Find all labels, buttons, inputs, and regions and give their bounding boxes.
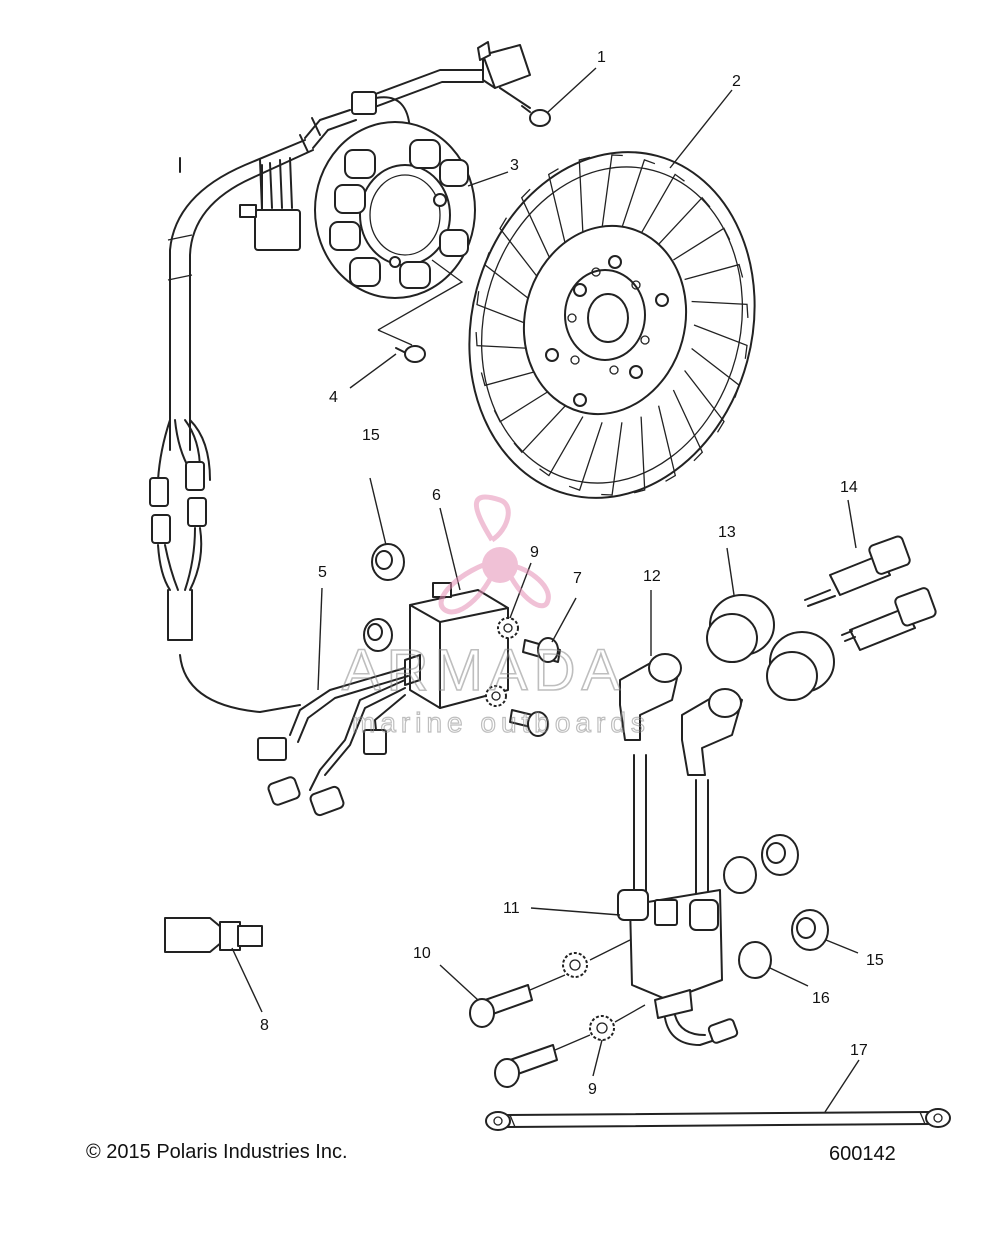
item-3-stator	[314, 121, 476, 299]
flywheel-fin	[480, 369, 540, 387]
flywheel-fin	[640, 173, 685, 234]
callout-numbers: 1 2 3 4 5 6 7 8 9 9 10 11 12 13 14 15 15…	[260, 49, 884, 1098]
item-15-grommet-lower	[761, 834, 829, 951]
callout-9-upper: 9	[530, 544, 539, 561]
callout-16: 16	[812, 990, 830, 1007]
callout-15-upper: 15	[362, 427, 380, 444]
propeller-logo-icon	[438, 494, 551, 615]
flywheel-fin	[621, 159, 656, 228]
item-9-lock-washer-lower	[562, 939, 646, 1041]
callout-9-lower: 9	[588, 1081, 597, 1098]
callout-11: 11	[503, 900, 520, 917]
callout-3: 3	[510, 157, 519, 174]
callout-17: 17	[850, 1042, 868, 1059]
flywheel-fin	[673, 227, 731, 261]
callout-4: 4	[329, 389, 338, 406]
flywheel-fin	[691, 347, 740, 398]
item-13-spark-plug-boot	[706, 594, 835, 701]
flywheel-fin	[684, 263, 744, 281]
callout-10: 10	[413, 945, 431, 962]
flywheel-fin	[657, 405, 677, 482]
callout-8: 8	[260, 1017, 269, 1034]
flywheel-fin	[568, 422, 603, 491]
flywheel-fin	[539, 416, 584, 477]
flywheel-fin	[601, 154, 623, 228]
flywheel-fin	[475, 332, 533, 350]
flywheel-fin	[578, 156, 591, 234]
flywheel-fin	[691, 300, 749, 318]
item-6-cdi-module	[363, 582, 509, 709]
item-16-bushing	[723, 856, 772, 979]
callout-7: 7	[573, 570, 582, 587]
item-4-screw	[377, 259, 464, 363]
item-8-connector	[164, 917, 263, 953]
watermark-tagline: marine outboards	[352, 707, 650, 738]
item-5-cdi-wire-leads	[257, 667, 409, 817]
flywheel-fin	[484, 252, 533, 303]
flywheel-fin	[693, 324, 748, 359]
item-2-flywheel	[468, 151, 756, 499]
item-1-screw	[477, 41, 551, 127]
item-14-spark-plug	[804, 535, 937, 651]
item-9-lock-washer	[485, 617, 519, 707]
flywheel-fin	[499, 217, 540, 280]
item-7-bolt	[509, 637, 561, 737]
watermark-brand: ARMADA	[342, 638, 626, 703]
item-11-ignition-coil	[617, 754, 739, 1046]
flywheel-fin	[658, 196, 711, 245]
flywheel-fin	[476, 291, 531, 326]
diagram-number: 600142	[829, 1143, 896, 1165]
callout-1: 1	[597, 49, 606, 66]
callout-14: 14	[840, 479, 858, 496]
callout-6: 6	[432, 487, 441, 504]
flywheel-fin	[520, 188, 552, 261]
flywheel-fin	[601, 422, 623, 496]
flywheel-fin	[684, 370, 725, 433]
item-15-grommet	[371, 543, 405, 581]
item-12-spark-plug-cap	[619, 653, 743, 776]
flywheel-fin	[672, 389, 704, 462]
flywheel-fin	[633, 416, 646, 494]
stator-wiring-harness	[149, 69, 484, 713]
item-17-ground-strap	[485, 1108, 951, 1131]
callout-13: 13	[718, 524, 736, 541]
copyright-notice: © 2015 Polaris Industries Inc.	[86, 1141, 348, 1163]
flywheel-fin	[513, 405, 566, 454]
callout-12: 12	[643, 568, 661, 585]
callout-5: 5	[318, 564, 327, 581]
callout-15-lower: 15	[866, 952, 884, 969]
item-10-bolt	[469, 974, 591, 1088]
flywheel-fin	[547, 168, 567, 245]
armada-watermark: ARMADA marine outboards	[341, 494, 650, 739]
callout-2: 2	[732, 73, 741, 90]
flywheel-fin	[493, 389, 551, 423]
